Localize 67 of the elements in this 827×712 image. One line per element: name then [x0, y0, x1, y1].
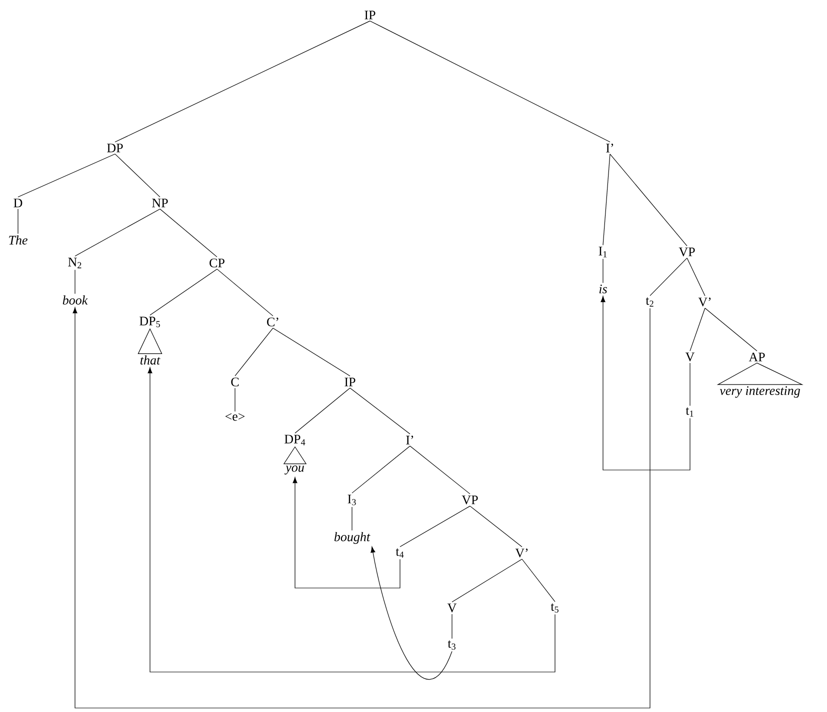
tree-branch: [18, 154, 116, 198]
tree-branch: [470, 506, 522, 548]
tree-branch: [294, 388, 350, 434]
tree-branch: [704, 308, 758, 352]
word-label: book: [62, 295, 88, 305]
category-label: V’: [515, 548, 528, 558]
movement-arrow: [600, 296, 690, 470]
tree-branch: [352, 446, 410, 494]
tree-branch: [602, 258, 604, 284]
category-label: I$_{3}$: [348, 494, 356, 506]
category-label: I’: [606, 144, 614, 152]
category-label: <e>: [225, 413, 245, 421]
movement-arrow: [292, 477, 400, 588]
category-label: V: [685, 352, 695, 362]
word-label: The: [9, 235, 28, 245]
movement-arrow: [148, 367, 556, 672]
tree-branch: [650, 258, 688, 296]
category-label: V: [447, 604, 457, 612]
tree-branch: [350, 388, 410, 434]
tree-branch: [400, 506, 470, 548]
category-label: NP: [152, 198, 168, 208]
word-label: very interesting: [720, 386, 800, 398]
category-label: I’: [406, 436, 414, 444]
tree-branch: [74, 208, 160, 256]
category-label: IP: [344, 378, 356, 386]
category-label: VP: [462, 496, 478, 504]
category-label: t$_{3}$: [448, 640, 456, 650]
tree-branch: [234, 388, 236, 412]
category-label: DP: [107, 144, 123, 152]
tree-branch: [522, 558, 556, 602]
tree-branch: [370, 20, 610, 142]
tree-branch: [150, 268, 218, 316]
word-label: that: [140, 355, 160, 365]
category-label: t$_{2}$: [646, 297, 654, 307]
word-label: you: [284, 466, 304, 474]
tree-branch: [602, 154, 610, 246]
tree-branch: [114, 154, 160, 198]
category-label: t$_{1}$: [686, 407, 694, 417]
tree-branch: [690, 308, 706, 352]
tree-branch: [686, 258, 706, 296]
category-label: DP$_{4}$: [284, 434, 306, 446]
category-label: t$_{4}$: [396, 548, 404, 558]
tree-branch: [160, 208, 218, 258]
category-label: C: [231, 378, 239, 386]
tree-branch: [216, 268, 274, 316]
category-label: V’: [698, 298, 711, 306]
category-label: N$_{2}$: [68, 258, 82, 268]
category-label: IP: [364, 10, 376, 20]
tree-branch: [610, 154, 688, 246]
category-label: DP$_{5}$: [140, 316, 160, 328]
tree-branch: [114, 20, 370, 142]
tree-branch: [452, 558, 522, 602]
category-label: I$_{1}$: [598, 246, 607, 258]
category-label: VP: [678, 248, 695, 256]
category-label: CP: [210, 258, 224, 268]
category-label: AP: [748, 352, 765, 362]
tree-branch: [234, 328, 274, 376]
tree-branch: [272, 328, 350, 376]
movement-arrow: [72, 307, 650, 708]
word-label: is: [599, 284, 607, 294]
tree-branch: [74, 270, 76, 294]
category-label: C’: [267, 318, 278, 326]
word-label: bought: [334, 532, 370, 544]
tree-branch: [410, 446, 470, 494]
category-label: t$_{5}$: [550, 603, 558, 613]
category-label: D: [14, 198, 22, 208]
movement-arrow: [370, 546, 452, 680]
